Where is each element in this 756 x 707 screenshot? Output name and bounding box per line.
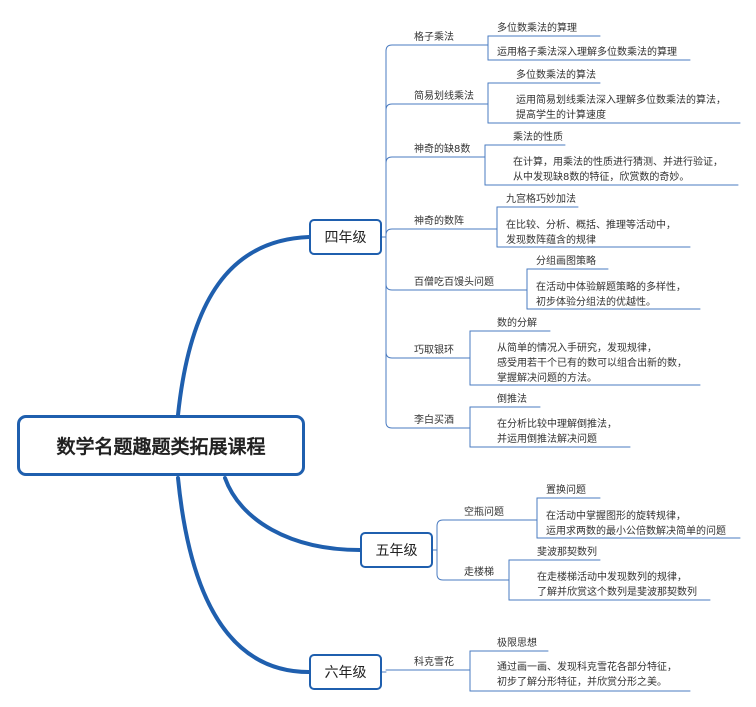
method-label: 多位数乘法的算法 <box>516 70 596 81</box>
grade-branch-2 <box>176 476 311 674</box>
goal-description: 在比较、分析、概括、推理等活动中， 发现数阵蕴含的规律 <box>506 220 676 246</box>
goal-description: 在计算，用乘法的性质进行猜测、并进行验证， 从中发现缺8数的特征，欣赏数的奇妙。 <box>513 157 723 183</box>
topic-label[interactable]: 巧取银环 <box>414 345 454 356</box>
topic-label[interactable]: 李白买酒 <box>414 415 454 426</box>
goal-description: 在活动中掌握图形的旋转规律， 运用求两数的最小公倍数解决简单的问题 <box>546 511 726 537</box>
goal-description: 运用格子乘法深入理解多位数乘法的算理 <box>497 47 677 58</box>
topic-connector <box>385 103 489 111</box>
grade-branch-0 <box>176 235 311 417</box>
topic-label[interactable]: 神奇的缺8数 <box>414 144 471 155</box>
method-label: 乘法的性质 <box>513 132 563 143</box>
method-label: 倒推法 <box>497 394 527 405</box>
method-label: 极限思想 <box>497 638 537 649</box>
topic-connector <box>385 351 471 359</box>
grade-spine-0 <box>381 50 387 423</box>
method-label: 置换问题 <box>546 485 586 496</box>
topic-connector <box>385 156 486 164</box>
topic-label[interactable]: 神奇的数阵 <box>414 216 464 227</box>
method-label: 数的分解 <box>497 318 537 329</box>
grade-node[interactable]: 四年级 <box>309 219 382 255</box>
topic-label[interactable]: 简易划线乘法 <box>414 91 474 102</box>
topic-label[interactable]: 走楼梯 <box>464 567 494 578</box>
goal-description: 在分析比较中理解倒推法， 并运用倒推法解决问题 <box>497 419 617 445</box>
goal-description: 在活动中体验解题策略的多样性， 初步体验分组法的优越性。 <box>536 282 686 308</box>
topic-connector <box>385 44 489 52</box>
goal-description: 从简单的情况入手研究，发现规律， 感受用若干个已有的数可以组合出新的数， 掌握解… <box>497 343 687 384</box>
topic-label[interactable]: 格子乘法 <box>414 32 454 43</box>
goal-description: 通过画一画、发现科克雪花各部分特征， 初步了解分形特征，并欣赏分形之美。 <box>497 662 677 688</box>
root-node[interactable]: 数学名题趣题类拓展课程 <box>17 415 305 476</box>
topic-connector <box>385 228 498 236</box>
goal-description: 运用简易划线乘法深入理解多位数乘法的算法， 提高学生的计算速度 <box>516 95 726 121</box>
topic-connector <box>385 421 471 429</box>
topic-label[interactable]: 空瓶问题 <box>464 507 504 518</box>
grade-node[interactable]: 六年级 <box>309 654 382 690</box>
grade-branch-1 <box>223 476 362 552</box>
topic-connector <box>385 283 528 291</box>
topic-label[interactable]: 百僧吃百馒头问题 <box>414 277 494 288</box>
topic-label[interactable]: 科克雪花 <box>414 657 454 668</box>
goal-description: 在走楼梯活动中发现数列的规律， 了解并欣赏这个数列是斐波那契数列 <box>537 572 697 598</box>
method-label: 分组画图策略 <box>536 256 596 267</box>
grade-spine-1 <box>432 525 438 575</box>
grade-node[interactable]: 五年级 <box>360 532 433 568</box>
method-label: 九宫格巧妙加法 <box>506 194 576 205</box>
topic-connector <box>436 519 538 527</box>
method-label: 多位数乘法的算理 <box>497 23 577 34</box>
method-label: 斐波那契数列 <box>537 547 597 558</box>
topic-connector <box>436 573 510 581</box>
